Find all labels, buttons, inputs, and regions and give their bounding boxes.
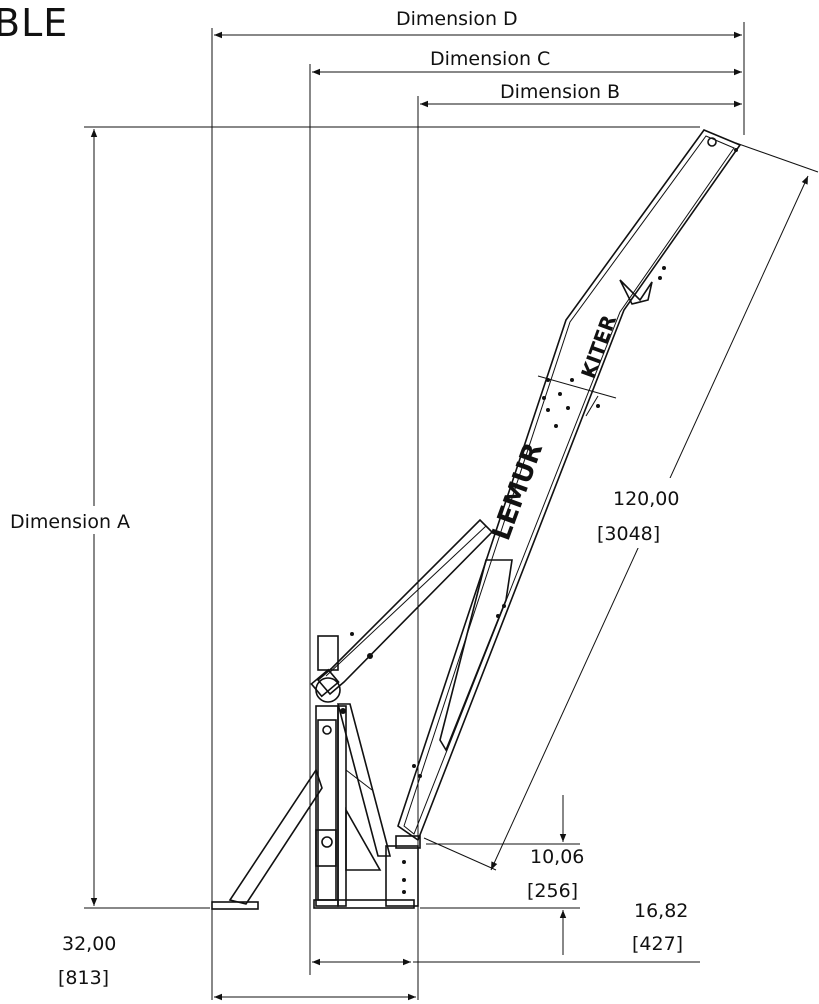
boom-arm bbox=[397, 129, 742, 842]
length-imperial-value: 120,00 bbox=[613, 488, 679, 510]
kiter-y-logo bbox=[619, 279, 653, 305]
tip-height-metric-value: [256] bbox=[527, 880, 578, 902]
dimension-b-label: Dimension B bbox=[500, 81, 620, 103]
boom-cutout bbox=[439, 559, 513, 752]
model-logo: KITER bbox=[576, 312, 621, 382]
extension-lines bbox=[84, 22, 819, 1000]
base-column bbox=[315, 635, 382, 907]
dimension-a-label: Dimension A bbox=[10, 511, 130, 533]
tip-height-imperial-value: 10,06 bbox=[530, 846, 584, 868]
length-metric-value: [3048] bbox=[597, 523, 660, 545]
base-depth-metric-value: [427] bbox=[632, 933, 683, 955]
front-leg bbox=[336, 703, 392, 857]
support-strut bbox=[310, 518, 494, 703]
base-width-metric-value: [813] bbox=[58, 967, 109, 989]
base-plate bbox=[313, 835, 421, 909]
dimension-d-label: Dimension D bbox=[396, 8, 518, 30]
rear-leg bbox=[211, 768, 323, 910]
base-width-imperial-value: 32,00 bbox=[62, 933, 116, 955]
dimension-c-label: Dimension C bbox=[430, 48, 550, 70]
base-depth-imperial-value: 16,82 bbox=[634, 900, 688, 922]
corner-title: BLE bbox=[0, 1, 68, 45]
